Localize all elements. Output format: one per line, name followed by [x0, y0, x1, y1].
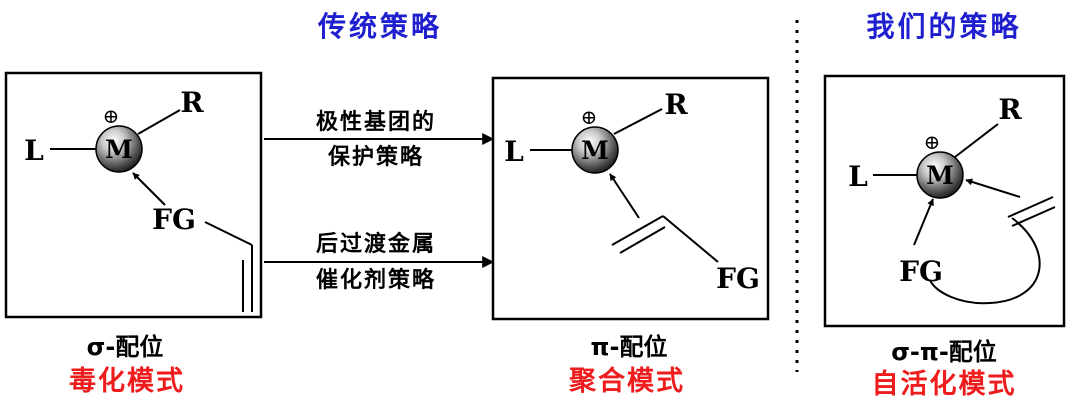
fg-label: FG [716, 262, 760, 295]
fg-label: FG [899, 255, 943, 288]
fg-label: FG [152, 203, 196, 236]
metal-label: M [105, 135, 133, 164]
arrow-top-line1: 极性基团的 [316, 109, 436, 135]
ligand-label: L [24, 134, 44, 167]
tether-arc [929, 217, 1041, 305]
bond-m-r [137, 109, 181, 135]
panel-sigma-pi: M ⊕ L R FG σ-π-配位 自活化模式 [823, 74, 1066, 400]
panel-pi-frame [491, 76, 770, 321]
label-poisoning: 毒化模式 [69, 366, 185, 397]
sigma-arrow [913, 198, 934, 246]
ligand-label: L [848, 160, 868, 193]
alkene-double-bond-a [1007, 196, 1054, 218]
label-self-activation: 自活化模式 [872, 368, 1017, 400]
sigma-arrow [132, 172, 166, 206]
alkene-double-bond-b [619, 226, 666, 254]
substituent-label: R [180, 86, 204, 119]
metal-center [571, 126, 619, 174]
metal-center [95, 125, 143, 173]
ligand-label: L [504, 135, 524, 168]
bond-m-r [954, 123, 999, 158]
panel-sigma-frame [4, 71, 263, 319]
pi-arrow [965, 178, 1021, 198]
pi-arrow [609, 173, 640, 219]
label-polymerization: 聚合模式 [568, 365, 685, 397]
heading-traditional: 传统策略 [317, 10, 442, 43]
charge-label: ⊕ [103, 104, 120, 128]
metal-center [916, 151, 964, 199]
bond-fg-vinyl [204, 221, 253, 246]
bond-m-r [613, 108, 663, 135]
mode-sigma: σ-配位 [87, 333, 164, 361]
mode-sigma-pi: σ-π-配位 [891, 338, 997, 366]
bond-alkene-fg [662, 215, 719, 263]
mode-pi: π-配位 [591, 333, 668, 361]
charge-label: ⊕ [581, 105, 598, 129]
arrow-top-line2: 保护策略 [327, 144, 424, 170]
panel-pi: M ⊕ L R FG π-配位 聚合模式 [491, 76, 770, 397]
substituent-label: R [664, 88, 688, 121]
panel-sigma: M ⊕ L R FG σ-配位 毒化模式 [4, 71, 263, 397]
metal-label: M [581, 136, 609, 165]
heading-ours: 我们的策略 [866, 10, 1021, 43]
strategy-arrows: 极性基团的 保护策略 后过渡金属 催化剂策略 [264, 109, 495, 293]
metal-label: M [926, 161, 954, 190]
charge-label: ⊕ [924, 130, 941, 154]
substituent-label: R [998, 93, 1022, 126]
panel-sigma-pi-frame [823, 74, 1066, 328]
arrow-bottom-line2: 催化剂策略 [316, 267, 436, 293]
alkene-double-bond-a [611, 215, 664, 246]
arrow-bottom-line1: 后过渡金属 [316, 231, 436, 257]
